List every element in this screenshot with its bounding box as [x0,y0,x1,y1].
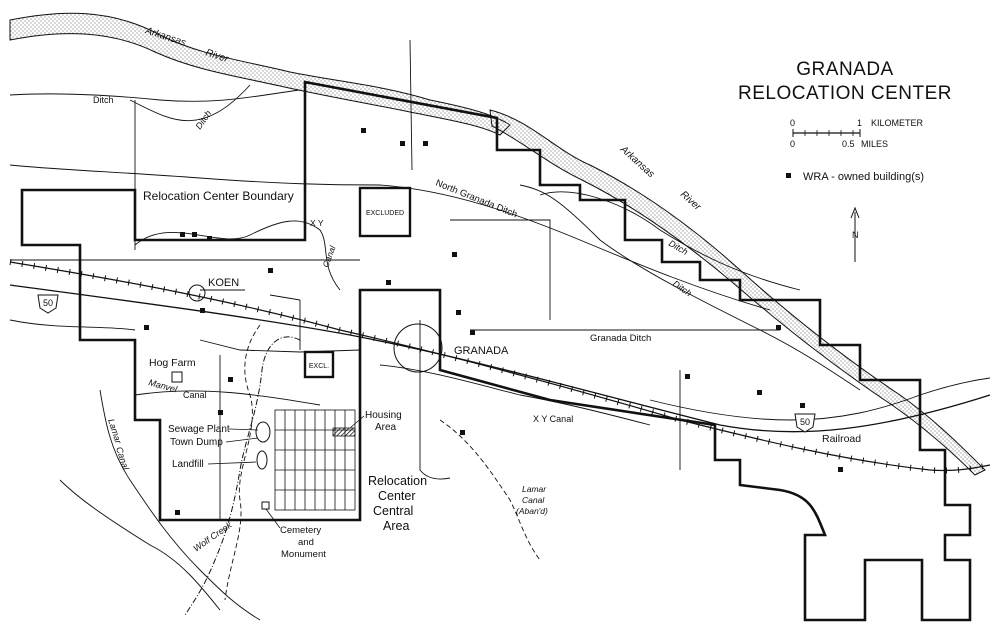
central-area-grid [274,409,356,511]
legend-building-symbol [786,173,791,178]
leader-sewage [228,428,259,431]
wolf-creek [184,336,301,616]
label-xy-canal-north: X Y [310,218,324,228]
dashed-canals [224,324,541,601]
us50-shield-east: 50 [794,413,816,433]
label-wolf-creek: Wolf Creek [191,520,234,554]
map-title-line2: RELOCATION CENTER [737,83,952,104]
map-title: GRANADA RELOCATION CENTER [720,58,970,106]
arkansas-river-se [489,109,986,476]
label-north-granada-ditch: North Granada Ditch [434,178,519,221]
map-title-line1: GRANADA [796,59,894,80]
label-boundary: Relocation Center Boundary [143,189,294,203]
us50-west-label: 50 [43,298,53,308]
leader-landfill [207,461,257,465]
label-cemetery-3: Monument [281,549,326,560]
label-ditch-nw: Ditch [93,95,114,105]
label-granada-ditch: Granada Ditch [590,333,651,344]
scale-mi-zero: 0 [790,139,795,149]
legend-building-label: WRA - owned building(s) [803,171,924,183]
label-town-dump: Town Dump [170,437,223,448]
label-lamar-aband-3: (Aban'd) [516,506,548,516]
label-ditch-nw2: Ditch [193,109,213,132]
us50-east-label: 50 [800,417,810,427]
label-lamar-aband-2: Canal [522,495,545,505]
label-housing: Housing [365,410,402,421]
legend: WRA - owned building(s) [786,171,924,183]
leader-dump [225,437,259,443]
label-ditch-e2: Ditch [671,278,694,298]
excluded-parcel-large [358,186,412,238]
label-xy-canal-south: X Y Canal [533,414,573,424]
scale-km-unit: KILOMETER [871,118,924,128]
label-sewage-plant: Sewage Plant [168,424,230,435]
us-highway-50 [9,284,991,433]
sewage-plant-shape [255,421,271,443]
label-granada: GRANADA [454,345,509,357]
koen-circle [188,284,206,302]
label-cemetery-1: Cemetery [280,525,321,536]
leader-cemetery [265,508,281,529]
label-excl: EXCL. [309,363,329,370]
label-cemetery-2: and [298,537,314,548]
arkansas-river-nw [9,12,511,136]
label-landfill: Landfill [172,459,204,470]
wra-buildings [144,128,843,515]
relocation-center-boundary [20,80,972,622]
label-excluded: EXCLUDED [366,210,404,217]
scale-km-zero: 0 [790,118,795,128]
label-manvel-canal: Canal [183,390,207,400]
scale-mi-unit: MILES [861,139,888,149]
label-koen: KOEN [208,277,239,289]
railroad [9,259,991,474]
label-arkansas-se: Arkansas [617,143,656,180]
leader-housing [349,415,365,429]
us50-shield-west: 50 [37,294,59,314]
label-railroad: Railroad [822,433,861,445]
label-housing-area: Area [375,422,397,433]
label-river-se: River [678,189,703,213]
granada-circle [393,323,443,373]
north-label: N [852,230,859,240]
label-central-3: Central [373,504,413,518]
housing-area-hatch [332,427,356,437]
north-arrow: N [850,206,860,262]
scale-bar: 0 1 KILOMETER 0 0.5 MILES [790,118,924,149]
scale-mi-half: 0.5 [842,139,855,149]
label-central-2: Center [378,489,416,503]
label-hog-farm: Hog Farm [149,357,196,369]
label-xy-canal-north2: Canal [320,243,337,268]
thin-features [9,39,991,621]
label-lamar-aband-1: Lamar [522,484,547,494]
label-central-4: Area [383,519,409,533]
label-central-1: Relocation [368,474,427,488]
label-lamar-canal-west: Canal [114,446,131,472]
excluded-parcel-small [303,350,335,379]
scale-km-one: 1 [857,118,862,128]
landfill-shape [256,450,268,470]
hog-farm-box [171,371,183,383]
cemetery-box [261,501,270,510]
